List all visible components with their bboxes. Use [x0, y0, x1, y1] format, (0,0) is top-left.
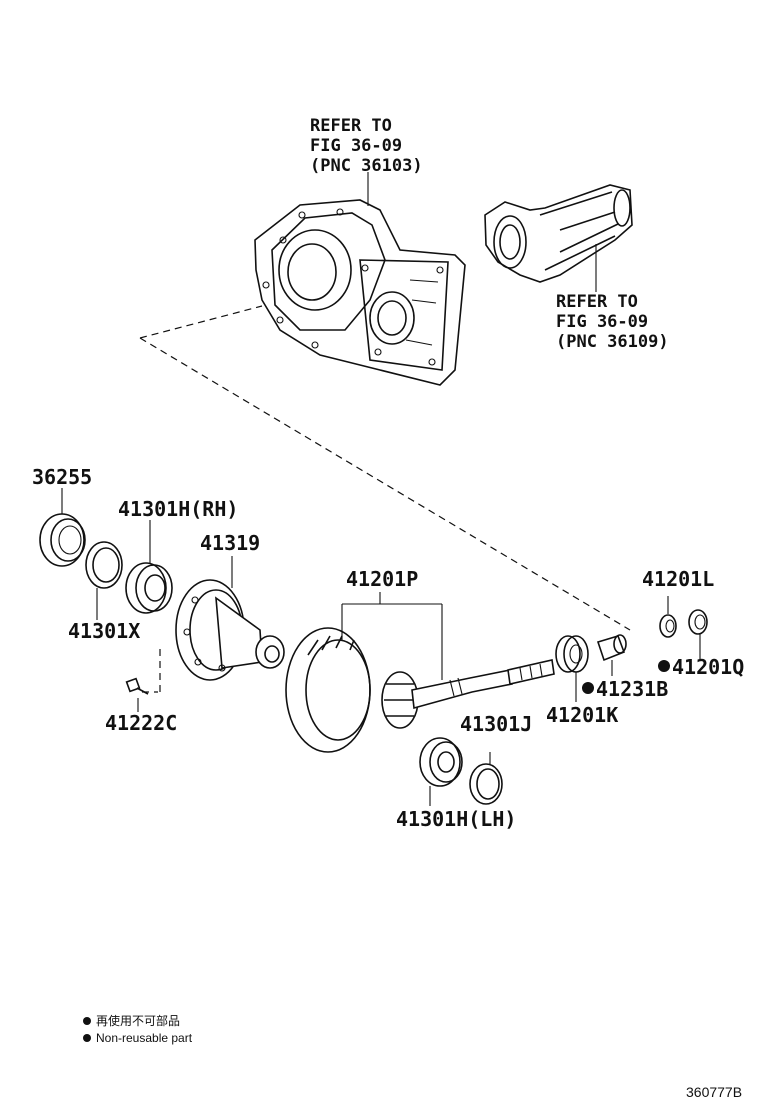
label-41201q: 41201Q — [672, 655, 744, 679]
bolt-41222c — [125, 677, 149, 712]
label-41231b: 41231B — [596, 677, 668, 701]
refer-label-housing: REFER TO FIG 36-09 (PNC 36103) — [310, 116, 423, 176]
companion-flange-41319 — [175, 556, 285, 681]
legend-dot-en — [83, 1034, 91, 1042]
non-reusable-dot-41231b — [582, 682, 594, 694]
label-41301h-lh: 41301H(LH) — [396, 807, 516, 831]
transfer-case-housing — [254, 172, 466, 386]
label-41301x: 41301X — [68, 619, 140, 643]
label-41222c: 41222C — [105, 711, 177, 735]
oil-seal-36255 — [39, 488, 86, 567]
refer-line3: (PNC 36109) — [556, 332, 669, 352]
legend-text-en: Non-reusable part — [96, 1031, 193, 1045]
label-41201p: 41201P — [346, 567, 418, 591]
legend-dot-jp — [83, 1017, 91, 1025]
bearing-41301h-rh — [125, 520, 173, 614]
ring-and-pinion-41201p — [285, 592, 555, 753]
refer-line2: FIG 36-09 — [310, 136, 402, 156]
spacer-41231b — [596, 634, 627, 676]
refer-label-extension: REFER TO FIG 36-09 (PNC 36109) — [556, 292, 669, 352]
refer-line3: (PNC 36103) — [310, 156, 423, 176]
bearing-41201k — [555, 635, 589, 702]
figure-id: 360777B — [686, 1084, 742, 1100]
label-41201l: 41201L — [642, 567, 714, 591]
non-reusable-dot-41201q — [658, 660, 670, 672]
label-36255: 36255 — [32, 465, 92, 489]
shim-41301j — [469, 752, 503, 805]
extension-housing — [484, 184, 633, 292]
label-41301j: 41301J — [460, 712, 532, 736]
label-41201k: 41201K — [546, 703, 618, 727]
refer-line1: REFER TO — [310, 116, 392, 136]
legend-text-jp: 再使用不可部品 — [96, 1013, 180, 1028]
washer-41201l — [659, 596, 677, 638]
refer-line1: REFER TO — [556, 292, 638, 312]
label-41301h-rh: 41301H(RH) — [118, 497, 238, 521]
nut-41201q — [688, 609, 708, 660]
shim-41301x — [85, 541, 123, 620]
label-41319: 41319 — [200, 531, 260, 555]
bearing-41301h-lh — [419, 737, 463, 806]
legend: 再使用不可部品 Non-reusable part — [83, 1013, 193, 1045]
refer-line2: FIG 36-09 — [556, 312, 648, 332]
